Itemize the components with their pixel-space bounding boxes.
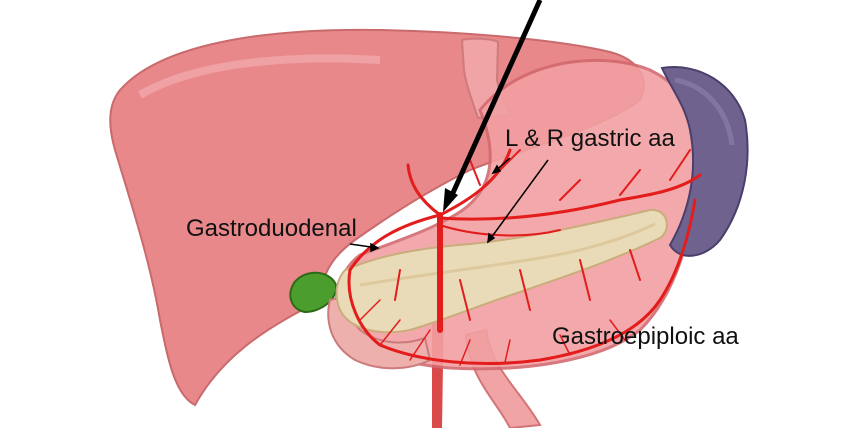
leader-arrows — [349, 157, 549, 253]
arteries — [347, 148, 702, 366]
pancreas — [335, 208, 668, 334]
label-gastroepiploic: Gastroepiploic aa — [552, 323, 739, 350]
pointer-arrow — [443, 0, 543, 212]
label-gastric-arteries: L & R gastric aa — [505, 125, 675, 152]
spleen — [660, 66, 749, 257]
gallbladder — [289, 271, 338, 314]
label-gastroduodenal: Gastroduodenal — [186, 215, 357, 242]
